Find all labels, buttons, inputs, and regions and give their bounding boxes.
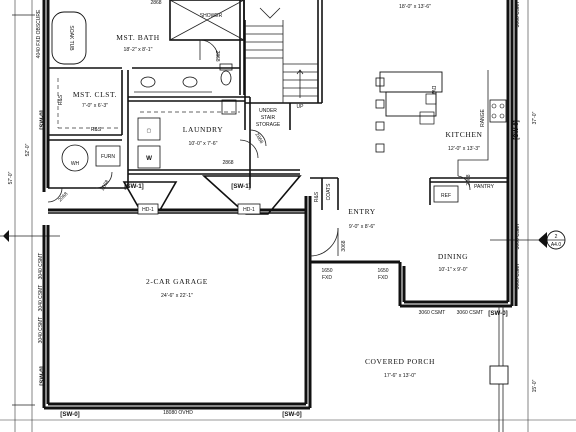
- door-2068-left: 2068: [57, 191, 69, 203]
- door-2068-closet: 2068: [100, 179, 111, 192]
- dryer-glyph: W: [146, 155, 152, 162]
- dryer: [137, 145, 161, 169]
- barstools: [375, 77, 385, 153]
- room-entry-name: ENTRY: [348, 207, 376, 216]
- section-number: 2: [555, 234, 558, 240]
- room-garage-dim: 24'-6" x 22'-1": [161, 293, 193, 299]
- dim-right-upper: 37'-0": [532, 111, 538, 124]
- door-2868-top: 2868: [150, 0, 161, 6]
- room-mst-bath-name: MST. BATH: [116, 33, 160, 42]
- room-laundry-dim: 10'-0" x 7'-6": [188, 141, 217, 147]
- left-dimension-lines: [12, 0, 35, 432]
- room-laundry-name: LAUNDRY: [183, 125, 223, 134]
- sw0-bottom-right: [SW-0]: [488, 310, 507, 317]
- stairs: [245, 7, 318, 103]
- soak-tub-fixture: [51, 11, 87, 65]
- kitchen-island: [379, 71, 443, 117]
- room-garage-name: 2-CAR GARAGE: [146, 277, 208, 286]
- sw0-bottom-left: [SW-0]: [60, 411, 79, 418]
- casement-3040-3: 3040 CSMT: [38, 317, 44, 344]
- room-mst-closet-name: MST. CLST.: [73, 90, 117, 99]
- porch-post: [489, 365, 509, 385]
- washer-glyph: ▢: [147, 128, 152, 134]
- vanity-sinks: [134, 76, 212, 93]
- ref-label: REF: [441, 193, 451, 199]
- casement-3060-rightwall-2: 3060 CSMT: [515, 263, 521, 290]
- refrigerator-fixture: [433, 185, 459, 203]
- under-stair-1: UNDER: [259, 108, 277, 114]
- sw0-left-upper: [SW-0]: [39, 110, 46, 129]
- dishwasher-label: DW: [430, 86, 436, 95]
- pantry-label: PANTRY: [474, 184, 494, 190]
- door-2868-stair: 2868: [253, 132, 264, 145]
- room-entry-dim: 9'-0" x 8'-6": [349, 224, 375, 230]
- casement-3060-right: 3060 CSMT: [457, 310, 484, 316]
- dim-right-lower: 15'-0": [532, 379, 538, 392]
- water-heater-fixture: [61, 144, 89, 172]
- hd-fixtures: [122, 175, 302, 215]
- section-sheet: A4.0: [551, 242, 562, 248]
- casement-3040-2: 3040 CSMT: [38, 285, 44, 312]
- window-1650-right: 1650: [377, 268, 388, 274]
- furnace-fixture: [95, 145, 121, 167]
- sw0-right: [SW-0]: [513, 120, 520, 139]
- water-heater-label: WH: [71, 161, 80, 167]
- kitchen-counter: [419, 70, 507, 176]
- hd-left-label: HD-1: [142, 207, 154, 213]
- interior-walls: [48, 0, 508, 210]
- room-top-dim: 18'-0" x 13'-6": [399, 4, 431, 10]
- dim-left-total: 57'-0": [8, 171, 14, 184]
- room-dining-name: DINING: [438, 252, 468, 261]
- rs-closet: R&S: [58, 94, 64, 105]
- under-stair-3: STORAGE: [256, 122, 281, 128]
- rs-closet-2: R&S: [91, 127, 102, 133]
- door-3068-entry: 3068: [341, 240, 347, 251]
- window-1650-left: 1650: [321, 268, 332, 274]
- soak-tub-label: SOAK TUB: [68, 25, 74, 51]
- coats-label: COATS: [326, 183, 332, 201]
- casement-3060-topright: 3060 CSMT: [515, 1, 521, 28]
- garage-door-tag: 18080 OVHD: [163, 410, 193, 416]
- toilet-fixture: [219, 63, 233, 86]
- room-dining-dim: 10'-1" x 9'-0": [438, 267, 467, 273]
- rs-coats-label: R&S: [314, 191, 320, 202]
- room-porch-dim: 17'-6" x 13'-0": [384, 373, 416, 379]
- room-mst-bath-dim: 18'-2" x 8'-1": [123, 47, 152, 53]
- furnace-label: FURN: [101, 154, 115, 160]
- door-2868-bath: 2868: [214, 50, 220, 61]
- stair-up: UP: [297, 104, 305, 110]
- room-kitchen-name: KITCHEN: [445, 130, 482, 139]
- sw0-bottom-mid: [SW-0]: [282, 411, 301, 418]
- window-1650-left-fxd: FXD: [322, 275, 332, 281]
- window-1650-right-fxd: FXD: [378, 275, 388, 281]
- casement-3060-left: 3060 CSMT: [419, 310, 446, 316]
- section-marker: [0, 230, 566, 250]
- sw1-left: [SW-1]: [124, 183, 143, 190]
- door-2068-pantry: 2068: [466, 174, 472, 185]
- door-swings: [47, 39, 471, 257]
- dim-left-upper: 52'-0": [25, 143, 31, 156]
- casement-3060-rightwall: 3060 CSMT: [515, 223, 521, 250]
- sw0-left-lower: [SW-0]: [39, 366, 46, 385]
- exterior-walls: [42, 0, 518, 410]
- room-mst-closet-dim: 7'-0" x 6'-3": [82, 103, 108, 109]
- range-label: RANGE: [480, 108, 486, 126]
- under-stair-2: STAIR: [261, 115, 276, 121]
- washer: [137, 117, 161, 141]
- laundry-sink: [221, 99, 237, 115]
- casement-3040-1: 3040 CSMT: [38, 253, 44, 280]
- window-fxd-obscure: 4040 FXD OBSCURE: [36, 9, 42, 58]
- room-kitchen-dim: 12'-0" x 13'-3": [448, 146, 480, 152]
- hd-right-label: HD-1: [243, 207, 255, 213]
- room-porch-name: COVERED PORCH: [365, 357, 435, 366]
- sw1-right: [SW-1]: [231, 183, 250, 190]
- room-shower-label: SHOWER: [200, 13, 223, 19]
- door-2868-laundry: 2868: [222, 160, 233, 166]
